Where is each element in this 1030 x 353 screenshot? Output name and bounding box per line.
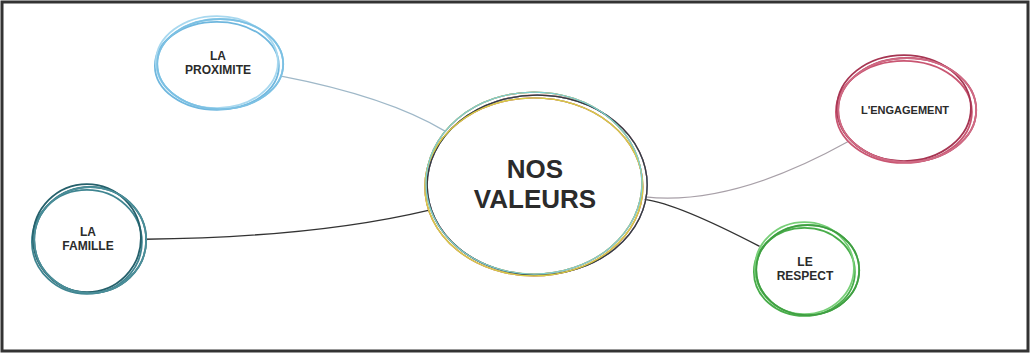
outline-stroke bbox=[756, 225, 859, 315]
text-group: LE RESPECT bbox=[773, 256, 837, 284]
outline-stroke bbox=[838, 58, 976, 162]
value-label: NOS VALEURS bbox=[465, 155, 605, 215]
connector-line bbox=[145, 210, 428, 239]
value-label: LA PROXIMITE bbox=[178, 50, 258, 78]
value-label: LE RESPECT bbox=[773, 256, 837, 284]
outline-stroke bbox=[426, 92, 642, 274]
text-group: L'ENGAGEMENT bbox=[861, 104, 949, 117]
outline-stroke bbox=[157, 19, 283, 109]
value-circle: LE RESPECT bbox=[750, 220, 861, 320]
value-circle: NOS VALEURS bbox=[421, 90, 649, 280]
outline-stroke bbox=[426, 92, 642, 274]
outline-stroke bbox=[838, 58, 976, 162]
outline-stroke bbox=[425, 98, 643, 276]
value-circle: L'ENGAGEMENT bbox=[832, 53, 978, 167]
text-group: LA PROXIMITE bbox=[178, 50, 258, 78]
connector-line bbox=[645, 142, 848, 199]
outline-stroke bbox=[756, 225, 859, 315]
outline-stroke bbox=[34, 187, 146, 293]
value-circle: LA PROXIMITE bbox=[151, 14, 285, 114]
connector-line bbox=[645, 199, 760, 246]
text-group: LA FAMILLE bbox=[56, 226, 120, 254]
connector-line bbox=[280, 76, 445, 131]
outline-stroke bbox=[425, 98, 643, 276]
value-label: L'ENGAGEMENT bbox=[861, 104, 949, 117]
value-circle: LA FAMILLE bbox=[28, 182, 148, 298]
outline-stroke bbox=[836, 61, 972, 163]
outline-stroke bbox=[157, 19, 283, 109]
outline-stroke bbox=[426, 92, 642, 274]
outline-stroke bbox=[155, 22, 279, 110]
outline-stroke bbox=[34, 187, 146, 293]
text-group: NOS VALEURS bbox=[465, 155, 605, 215]
outline-stroke bbox=[425, 98, 643, 276]
value-label: LA FAMILLE bbox=[56, 226, 120, 254]
